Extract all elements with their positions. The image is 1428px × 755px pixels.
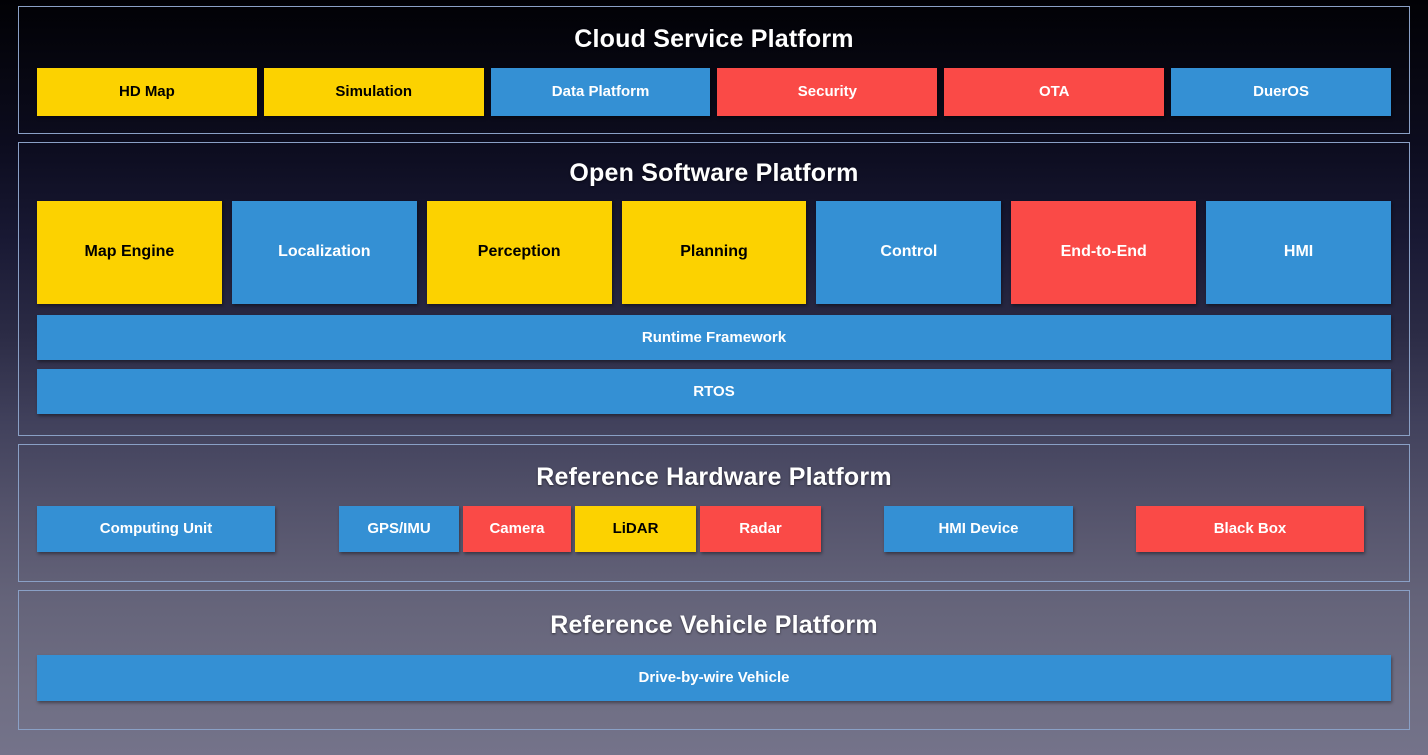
software-box-end-to-end[interactable]: End-to-End <box>1011 201 1197 304</box>
software-box-perception[interactable]: Perception <box>426 201 612 304</box>
software-bar-runtime-framework[interactable]: Runtime Framework <box>37 315 1391 360</box>
vehicle-box-drive-by-wire-vehicle[interactable]: Drive-by-wire Vehicle <box>37 655 1391 701</box>
software-box-control[interactable]: Control <box>816 201 1002 304</box>
hardware-box-gps-imu[interactable]: GPS/IMU <box>339 506 459 552</box>
software-box-planning[interactable]: Planning <box>621 201 807 304</box>
hardware-box-lidar[interactable]: LiDAR <box>575 506 696 552</box>
hardware-box-hmi-device[interactable]: HMI Device <box>884 506 1073 552</box>
software-bar-rtos[interactable]: RTOS <box>37 369 1391 414</box>
hardware-box-camera[interactable]: Camera <box>463 506 571 552</box>
cloud-box-ota[interactable]: OTA <box>944 68 1165 116</box>
hardware-box-computing-unit[interactable]: Computing Unit <box>37 506 275 552</box>
layer-open-software-platform: Open Software Platform Map Engine Locali… <box>18 142 1410 436</box>
layer-reference-vehicle-platform: Reference Vehicle Platform Drive-by-wire… <box>18 590 1410 730</box>
software-box-map-engine[interactable]: Map Engine <box>37 201 222 304</box>
layer-title-reference-vehicle-platform: Reference Vehicle Platform <box>550 611 878 639</box>
hardware-box-black-box[interactable]: Black Box <box>1136 506 1364 552</box>
cloud-box-dueros[interactable]: DuerOS <box>1171 68 1391 116</box>
cloud-box-hd-map[interactable]: HD Map <box>37 68 257 116</box>
cloud-box-simulation[interactable]: Simulation <box>263 68 484 116</box>
layer-cloud-service-platform: Cloud Service Platform HD Map Simulation… <box>18 6 1410 134</box>
cloud-box-security[interactable]: Security <box>717 68 938 116</box>
software-box-localization[interactable]: Localization <box>231 201 417 304</box>
layer-title-open-software-platform: Open Software Platform <box>569 159 859 187</box>
cloud-service-box-row: HD Map Simulation Data Platform Security… <box>37 68 1391 116</box>
layer-title-reference-hardware-platform: Reference Hardware Platform <box>536 463 892 491</box>
software-module-row: Map Engine Localization Perception Plann… <box>37 201 1392 304</box>
layer-title-cloud-service-platform: Cloud Service Platform <box>574 25 854 53</box>
layer-reference-hardware-platform: Reference Hardware Platform Computing Un… <box>18 444 1410 582</box>
hardware-sensor-group: GPS/IMU Camera LiDAR Radar <box>339 506 821 552</box>
hardware-box-row: Computing Unit GPS/IMU Camera LiDAR Rada… <box>37 506 1391 552</box>
hardware-box-radar[interactable]: Radar <box>700 506 821 552</box>
cloud-box-data-platform[interactable]: Data Platform <box>490 68 711 116</box>
software-box-hmi[interactable]: HMI <box>1206 201 1392 304</box>
